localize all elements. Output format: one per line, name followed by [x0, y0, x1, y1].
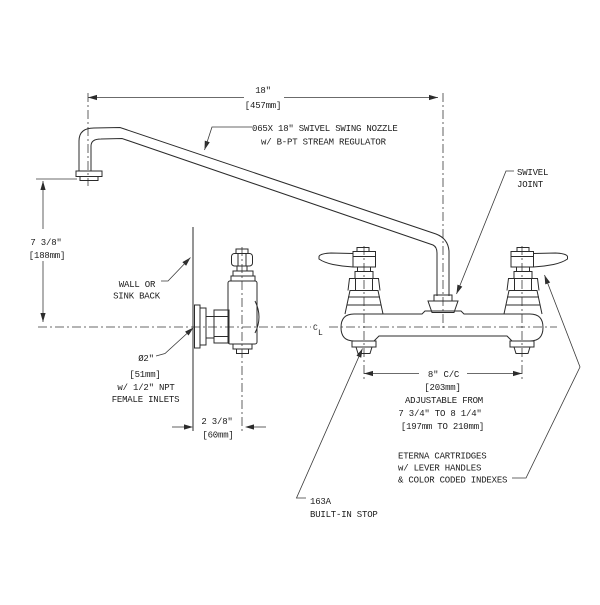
- leader-lines: [155, 126, 581, 499]
- dim-reach-metric: [457mm]: [245, 101, 281, 111]
- swivel-label-2: JOINT: [517, 180, 544, 190]
- inlet-leader: [155, 327, 194, 357]
- swivel-label-1: SWIVEL: [517, 168, 548, 178]
- annotations: 18" [457mm] 065X 18" SWIVEL SWING NOZZLE…: [29, 86, 549, 520]
- dim-cc-note-1: ADJUSTABLE FROM: [405, 396, 483, 406]
- wall-leader: [161, 257, 191, 282]
- lever-handle-right: [533, 252, 568, 268]
- cartridge-label-2: w/ LEVER HANDLES: [398, 464, 481, 474]
- swing-nozzle: [75, 126, 459, 313]
- inlet-label-1: Ø2": [138, 354, 154, 364]
- faucet-front-view: [318, 247, 568, 354]
- wall-label-2: SINK BACK: [113, 292, 161, 302]
- inlet-label-4: FEMALE INLETS: [112, 395, 180, 405]
- dim-cc-metric: [203mm]: [424, 383, 460, 393]
- faucet-body: [340, 310, 544, 342]
- cartridge-leader: [512, 274, 581, 479]
- dim-height-metric: [188mm]: [29, 251, 65, 261]
- dim-cc-note-2: 7 3/4" TO 8 1/4": [398, 409, 481, 419]
- side-valve-bulge: [254, 300, 260, 334]
- nozzle-leader: [204, 126, 252, 151]
- swivel-joint-leader: [456, 170, 514, 295]
- lever-handle-left: [318, 252, 354, 268]
- dim-depth-imperial: 2 3/8": [201, 417, 232, 427]
- stop-label-1: 163A: [310, 497, 332, 507]
- wall-label-1: WALL OR: [119, 280, 156, 290]
- right-valve-skirt: [503, 290, 543, 315]
- side-valve-body: [227, 280, 258, 345]
- nozzle-outlet-tip: [79, 176, 99, 181]
- faucet-side-view: [194, 248, 260, 354]
- dim-height-imperial: 7 3/8": [30, 238, 61, 248]
- dim-cc-imperial: 8" C/C: [428, 370, 460, 380]
- cartridge-label-3: & COLOR CODED INDEXES: [398, 476, 507, 486]
- dim-reach-imperial: 18": [255, 86, 271, 96]
- swivel-nut: [427, 300, 459, 313]
- inlet-label-2: [51mm]: [129, 370, 160, 380]
- nozzle-label-2: w/ B-PT STREAM REGULATOR: [261, 138, 387, 148]
- right-valve: [503, 247, 568, 354]
- nozzle-label-1: 065X 18" SWIVEL SWING NOZZLE: [252, 124, 398, 134]
- right-bonnet-nut: [506, 278, 540, 291]
- wall-flange-inner: [199, 307, 207, 346]
- dim-cc-note-3: [197mm TO 210mm]: [401, 422, 484, 432]
- nozzle-outlet-flange: [75, 170, 103, 177]
- centerline-symbol-c: C: [313, 324, 318, 333]
- cartridge-label-1: ETERNA CARTRIDGES: [398, 452, 486, 462]
- wall-flange-outer: [194, 304, 201, 349]
- inlet-label-3: w/ 1/2" NPT: [117, 383, 175, 393]
- dim-depth-metric: [60mm]: [202, 431, 233, 441]
- left-valve: [318, 247, 384, 354]
- centerline-symbol-l: L: [318, 329, 323, 338]
- nozzle-inner-edge: [90, 137, 438, 296]
- centerlines: [38, 93, 557, 431]
- coupling-nut: [213, 309, 230, 344]
- stop-label-2: BUILT-IN STOP: [310, 510, 378, 520]
- left-valve-skirt: [344, 290, 384, 315]
- nozzle-outer-edge: [78, 126, 450, 296]
- side-bottom-outlet: [232, 343, 253, 350]
- stop-leader: [295, 348, 363, 499]
- right-stem-ring: [513, 271, 533, 279]
